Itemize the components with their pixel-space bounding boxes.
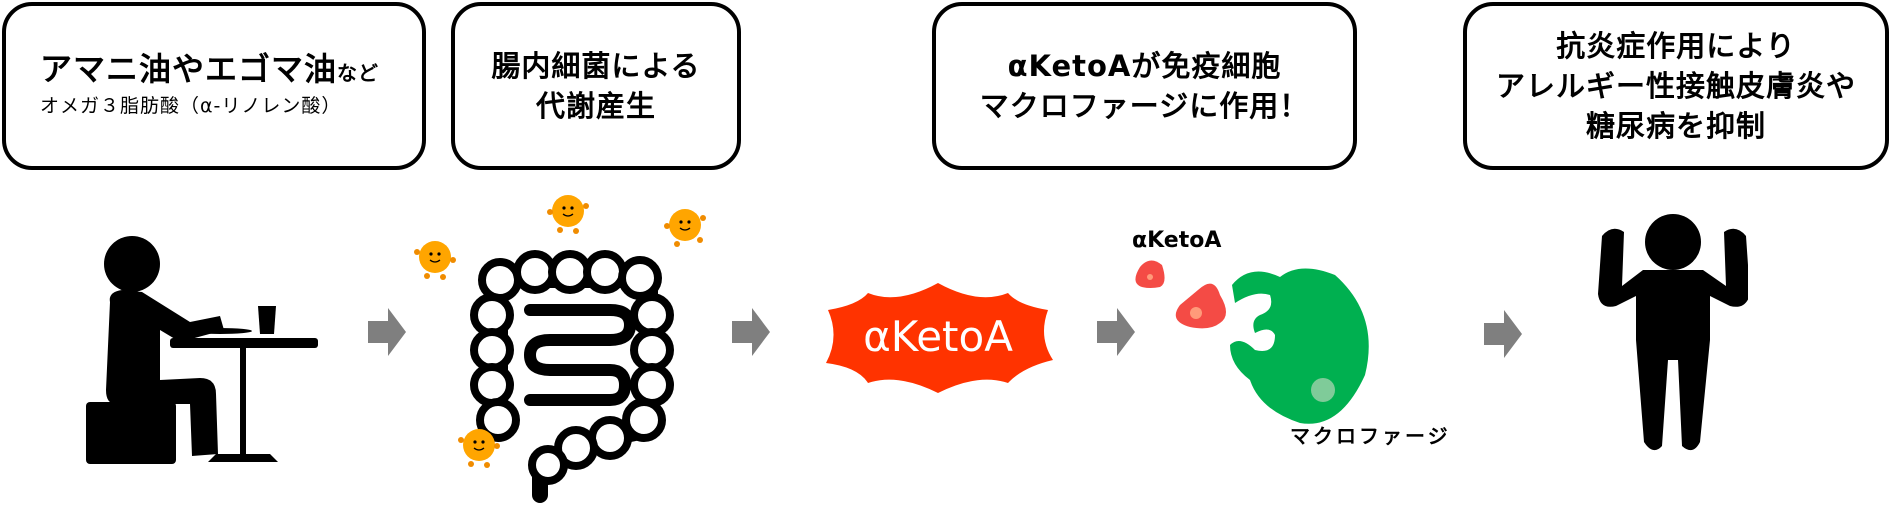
step-4-line-1: 抗炎症作用により bbox=[1556, 29, 1796, 63]
step-1-title: アマニ油やエゴマ油 bbox=[40, 50, 338, 88]
step-1-box: アマニ油やエゴマ油など オメガ３脂肪酸（α-リノレン酸） bbox=[2, 2, 426, 170]
step-2-line-1: 腸内細菌による bbox=[491, 49, 701, 83]
bacteria-icon bbox=[664, 209, 706, 247]
step-3-line-1: αKetoAが免疫細胞 bbox=[1007, 49, 1282, 83]
arrow-right-icon bbox=[1484, 310, 1522, 358]
person-eating-icon bbox=[86, 236, 318, 464]
step-4-line-3: 糖尿病を抑制 bbox=[1585, 109, 1766, 143]
arrow-right-icon bbox=[732, 308, 770, 356]
step-2-line-2: 代謝産生 bbox=[535, 89, 656, 123]
ketoa-badge-label: αKetoA bbox=[863, 312, 1013, 361]
arrow-right-icon bbox=[368, 308, 406, 356]
step-1-title-suffix: など bbox=[337, 61, 380, 85]
ketoa-small-label: αKetoA bbox=[1132, 228, 1222, 253]
intestine-icon bbox=[470, 250, 674, 503]
step-1-subtitle: オメガ３脂肪酸（α-リノレン酸） bbox=[40, 95, 342, 117]
step-3-box: αKetoAが免疫細胞 マクロファージに作用！ bbox=[932, 2, 1357, 170]
step-3-line-2: マクロファージに作用！ bbox=[979, 89, 1310, 123]
bacteria-icon bbox=[414, 241, 456, 280]
macrophage-icon bbox=[1135, 260, 1369, 424]
bacteria-icon bbox=[458, 429, 500, 468]
macrophage-label: マクロファージ bbox=[1290, 424, 1451, 448]
wavy-badge-shape bbox=[826, 283, 1053, 393]
ketoa-badge: αKetoA bbox=[808, 275, 1068, 400]
healthy-person-icon bbox=[1598, 214, 1748, 451]
step-4-box: 抗炎症作用により アレルギー性接触皮膚炎や 糖尿病を抑制 bbox=[1463, 2, 1889, 170]
bacteria-icon bbox=[547, 195, 589, 234]
step-2-box: 腸内細菌による 代謝産生 bbox=[451, 2, 741, 170]
step-4-line-2: アレルギー性接触皮膚炎や bbox=[1495, 69, 1856, 103]
arrow-right-icon bbox=[1097, 308, 1135, 356]
